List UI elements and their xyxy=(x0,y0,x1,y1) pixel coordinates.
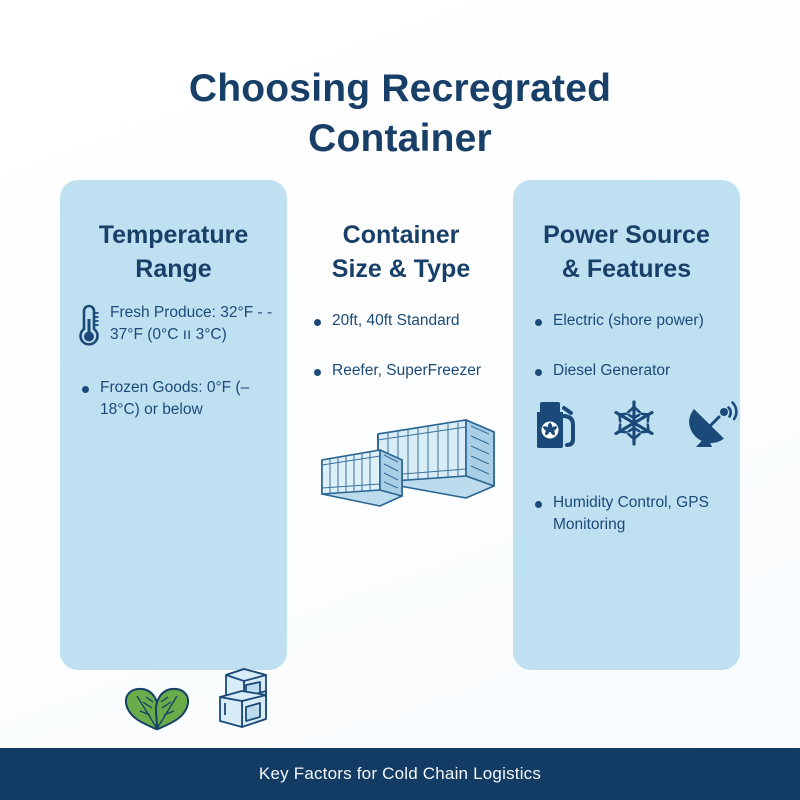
card-container-size-type: Container Size & Type 20ft, 40ft Standar… xyxy=(292,180,510,670)
card-heading-container-line-2: Size & Type xyxy=(331,255,471,283)
bullet-dot-icon xyxy=(314,369,321,376)
card-power-source-features: Power Source & Features Electric (shore … xyxy=(513,180,740,670)
bullet-dot-icon xyxy=(535,369,542,376)
ice-cubes-icon xyxy=(214,665,276,742)
list-item-label: Fresh Produce: 32°F - - 37°F (0°C ­ıı 3°… xyxy=(110,304,273,343)
list-item-label: 20ft, 40ft Standard xyxy=(332,312,460,329)
card-heading-temperature-line-2: Range xyxy=(135,255,212,283)
bullet-list-power-extra: Humidity Control, GPS Monitoring xyxy=(513,492,740,558)
icon-row-power xyxy=(533,395,741,456)
bullet-list-temperature: Fresh Produce: 32°F - - 37°F (0°C ­ıı 3°… xyxy=(60,302,287,443)
list-item: Reefer, SuperFreezer xyxy=(308,360,498,382)
list-item: Humidity Control, GPS Monitoring xyxy=(529,492,728,536)
list-item-label: Reefer, SuperFreezer xyxy=(332,362,482,379)
bullet-dot-icon xyxy=(314,319,321,326)
bullet-list-container: 20ft, 40ft Standard Reefer, SuperFreezer xyxy=(292,310,510,404)
leaves-icon xyxy=(120,667,196,742)
footer-banner: Key Factors for Cold Chain Logistics xyxy=(0,748,800,800)
card-heading-temperature: Temperature Range xyxy=(60,218,287,286)
card-heading-power-line-1: Power Source xyxy=(543,221,710,249)
card-heading-power-line-2: & Features xyxy=(561,255,692,283)
list-item: Fresh Produce: 32°F - - 37°F (0°C ­ıı 3°… xyxy=(76,302,275,353)
satellite-dish-icon xyxy=(683,395,741,456)
page-title: Choosing Recregrated Container xyxy=(90,64,710,164)
card-heading-container: Container Size & Type xyxy=(292,218,510,286)
card-heading-temperature-line-1: Temperature xyxy=(98,221,249,249)
bullet-dot-icon xyxy=(535,319,542,326)
footer-caption: Key Factors for Cold Chain Logistics xyxy=(258,764,542,783)
card-heading-power: Power Source & Features xyxy=(513,218,740,286)
list-item: Diesel Generator xyxy=(529,360,728,382)
fuel-generator-icon xyxy=(533,396,585,455)
list-item-label: Humidity Control, GPS Monitoring xyxy=(553,494,709,533)
bullet-dot-icon xyxy=(535,501,542,508)
icon-row-temperature xyxy=(120,665,276,742)
list-item: Electric (shore power) xyxy=(529,310,728,332)
icon-row-container xyxy=(316,398,500,517)
shipping-containers-icon xyxy=(316,398,500,517)
list-item-label: Frozen Goods: 0°F (–18°C) or below xyxy=(100,379,250,418)
list-item-label: Electric (shore power) xyxy=(553,312,704,329)
list-item: 20ft, 40ft Standard xyxy=(308,310,498,332)
bullet-list-power: Electric (shore power) Diesel Generator xyxy=(513,310,740,404)
bullet-dot-icon xyxy=(82,386,89,393)
card-temperature-range: Temperature Range Fresh Produce: 32° xyxy=(60,180,287,731)
snowflake-icon xyxy=(611,398,657,453)
card-heading-container-line-1: Container xyxy=(342,221,460,249)
title-line-1: Choosing Recregrated xyxy=(188,67,612,110)
title-line-2: Container xyxy=(308,117,492,160)
thermometer-icon xyxy=(76,302,106,353)
list-item: Frozen Goods: 0°F (–18°C) or below xyxy=(76,377,275,421)
list-item-label: Diesel Generator xyxy=(553,362,671,379)
